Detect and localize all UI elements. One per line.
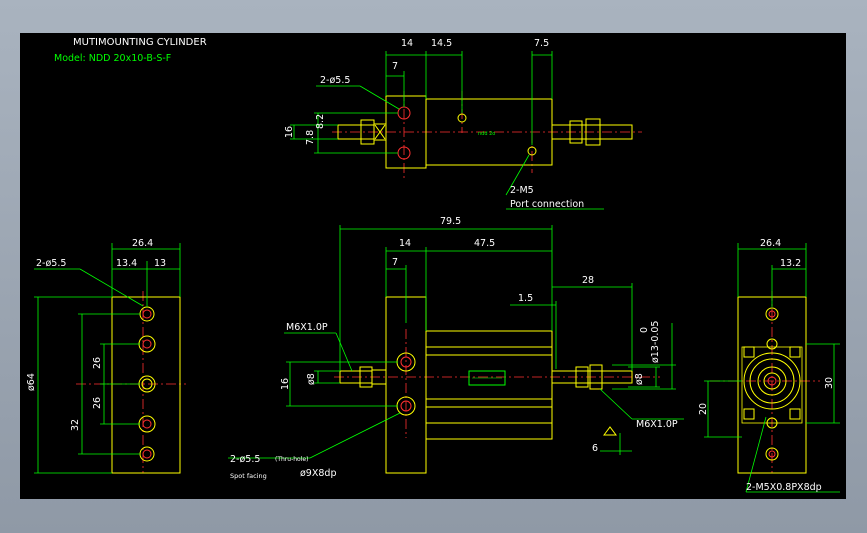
front-dim-28: 28	[582, 275, 594, 286]
front-hole-note: (Thru-hole)	[275, 456, 308, 463]
front-dim-phi8-left: ø8	[306, 373, 317, 385]
front-hole-label: 2-ø5.5	[230, 454, 260, 465]
top-body-text: ndd 2o	[478, 131, 495, 137]
front-view: 79.5 14 47.5 7 28 1.5 16 ø8 0 ø13-0.05 ø…	[228, 216, 684, 480]
right-dim-13-2: 13.2	[780, 258, 801, 269]
front-dim-phi8-right: ø8	[634, 373, 645, 385]
drawing-title: MUTIMOUNTING CYLINDER	[73, 37, 207, 48]
left-dim-26-b: 26	[92, 397, 103, 409]
cad-drawing: MUTIMOUNTING CYLINDER Model: NDD 20x10-B…	[26, 37, 840, 493]
top-port-label: 2-M5	[510, 185, 534, 196]
front-dim-79-5: 79.5	[440, 216, 461, 227]
front-spot-label: Spot facing	[230, 472, 267, 480]
front-dim-14: 14	[399, 238, 411, 249]
left-view: 26.4 13.4 13 26 26 32 ø64 2-ø5.5	[26, 238, 186, 474]
left-dim-32: 32	[70, 419, 81, 431]
right-view: 26.4 13.2 30 20 2-M5X0.8PX8dp	[698, 238, 840, 493]
top-dim-14: 14	[401, 38, 413, 49]
top-dim-7-8: 7.8	[305, 130, 316, 145]
left-dim-13: 13	[154, 258, 166, 269]
left-hole-label: 2-ø5.5	[36, 258, 66, 269]
cad-canvas: MUTIMOUNTING CYLINDER Model: NDD 20x10-B…	[20, 33, 846, 499]
front-dim-tol-0: 0	[639, 327, 650, 333]
top-dim-14-5: 14.5	[431, 38, 452, 49]
left-dim-26-4: 26.4	[132, 238, 153, 249]
top-dim-16: 16	[284, 126, 295, 138]
front-dim-phi13: ø13-0.05	[650, 321, 661, 363]
right-dim-26-4: 26.4	[760, 238, 781, 249]
model-label: Model: NDD 20x10-B-S-F	[54, 53, 171, 64]
top-dim-7-5: 7.5	[534, 38, 549, 49]
front-rod-thread-left: M6X1.0P	[286, 322, 328, 333]
front-dim-7: 7	[392, 257, 398, 268]
top-dim-7: 7	[392, 61, 398, 72]
right-tap-label: 2-M5X0.8PX8dp	[746, 482, 822, 493]
front-dim-6: 6	[592, 443, 598, 454]
right-dim-30: 30	[824, 377, 835, 389]
front-dim-1-5: 1.5	[518, 293, 533, 304]
front-dim-16: 16	[280, 378, 291, 390]
left-dim-13-4: 13.4	[116, 258, 137, 269]
left-dim-26-a: 26	[92, 357, 103, 369]
top-port-text: Port connection	[510, 199, 584, 210]
top-dim-8-2: 8.2	[315, 114, 326, 129]
front-spot-dim: ø9X8dp	[300, 468, 336, 479]
front-dim-47-5: 47.5	[474, 238, 495, 249]
front-rod-thread-right: M6X1.0P	[636, 419, 678, 430]
top-hole-label: 2-ø5.5	[320, 75, 350, 86]
left-dim-64: ø64	[26, 373, 37, 391]
top-view: ndd 2o 14 14.5 7.5 7 16 7.8	[284, 38, 642, 210]
right-dim-20: 20	[698, 403, 709, 415]
